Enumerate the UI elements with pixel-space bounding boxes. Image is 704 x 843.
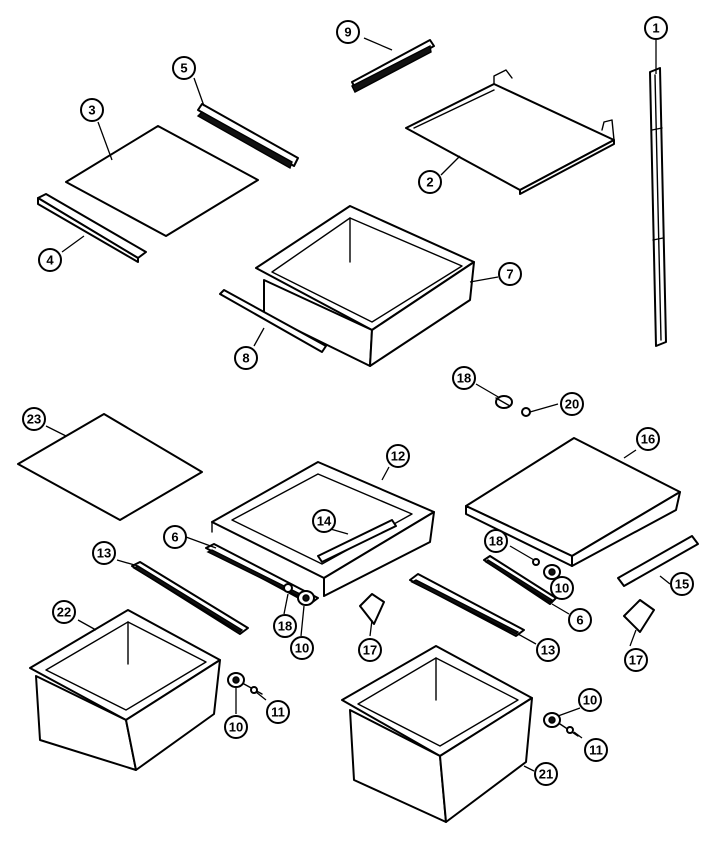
shelf-trim-5 [196,103,299,170]
clip-17-center [359,593,385,625]
callout-6-right: 6 [568,608,592,632]
drawer-bin-21 [341,645,533,823]
callout-6-left: 6 [163,525,187,549]
svg-text:15: 15 [675,577,689,592]
callout-7: 7 [498,262,522,286]
callout-11-a: 11 [266,700,290,724]
clip-17-right [623,599,655,633]
svg-text:10: 10 [555,581,569,596]
svg-text:14: 14 [317,514,332,529]
top-trim-strip [351,39,435,93]
callout-18-left: 18 [273,614,297,638]
drawer-slide-6-right [483,555,557,605]
vertical-rail [649,67,667,347]
cover-trim-15 [617,535,699,587]
callout-13-left: 13 [92,541,116,565]
cantilever-shelf [405,69,615,195]
svg-text:18: 18 [457,371,471,386]
svg-text:11: 11 [589,743,603,758]
svg-text:23: 23 [27,412,41,427]
svg-text:13: 13 [541,643,555,658]
svg-text:3: 3 [88,103,95,118]
callout-10-d: 10 [578,688,602,712]
callout-9: 9 [336,20,360,44]
crisper-drawer-7 [255,205,475,367]
callout-17-center: 17 [358,638,382,662]
svg-text:5: 5 [180,61,187,76]
svg-text:9: 9 [344,25,351,40]
roller-hardware-left [283,583,315,606]
svg-text:17: 17 [363,643,377,658]
roller-hardware-right [532,558,561,580]
svg-text:17: 17 [629,653,643,668]
svg-text:20: 20 [565,397,579,412]
svg-text:7: 7 [506,267,513,282]
svg-text:1: 1 [652,21,659,36]
svg-text:11: 11 [271,705,285,720]
drawer-slide-13-left [131,561,249,635]
callout-12: 12 [386,444,410,468]
svg-text:22: 22 [57,605,71,620]
callout-14: 14 [312,509,336,533]
callout-16: 16 [636,427,660,451]
cover-trim-14 [317,519,397,563]
callout-10-a: 10 [290,636,314,660]
svg-text:6: 6 [171,530,178,545]
svg-text:18: 18 [278,619,292,634]
callout-8: 8 [234,346,258,370]
callout-13-right: 13 [536,638,560,662]
callout-4: 4 [38,248,62,272]
roller-hardware-bottom-left [227,672,263,695]
svg-text:2: 2 [426,175,433,190]
glass-shelf-23 [17,413,203,521]
callout-22: 22 [52,600,76,624]
callout-17-right: 17 [624,648,648,672]
callout-3: 3 [80,98,104,122]
svg-text:16: 16 [641,432,655,447]
callout-10-b: 10 [224,715,248,739]
callout-18-top: 18 [452,366,476,390]
callout-2: 2 [418,170,442,194]
svg-text:18: 18 [489,534,503,549]
callout-18-right: 18 [484,529,508,553]
svg-text:4: 4 [46,253,54,268]
shelf-front-trim-4 [37,193,147,263]
svg-text:10: 10 [583,693,597,708]
svg-text:12: 12 [391,449,405,464]
leader-lines [45,37,671,772]
svg-text:6: 6 [576,613,583,628]
roller-hardware-bottom-right [543,712,579,737]
svg-text:8: 8 [242,351,249,366]
svg-text:10: 10 [229,720,243,735]
svg-text:21: 21 [539,767,553,782]
callout-5: 5 [172,56,196,80]
callout-11-b: 11 [584,738,608,762]
callout-1: 1 [644,16,668,40]
drawer-trim-8 [219,289,327,353]
callout-15: 15 [670,572,694,596]
glass-shelf-3 [65,125,259,237]
callout-20: 20 [560,392,584,416]
svg-text:13: 13 [97,546,111,561]
callout-23: 23 [22,407,46,431]
drawer-slide-13-right [409,573,525,637]
drawer-bin-22 [29,609,221,771]
svg-text:10: 10 [295,641,309,656]
callout-10-c: 10 [550,576,574,600]
callout-21: 21 [534,762,558,786]
pivot-hardware-top [495,395,531,417]
glass-cover-16 [465,437,681,567]
